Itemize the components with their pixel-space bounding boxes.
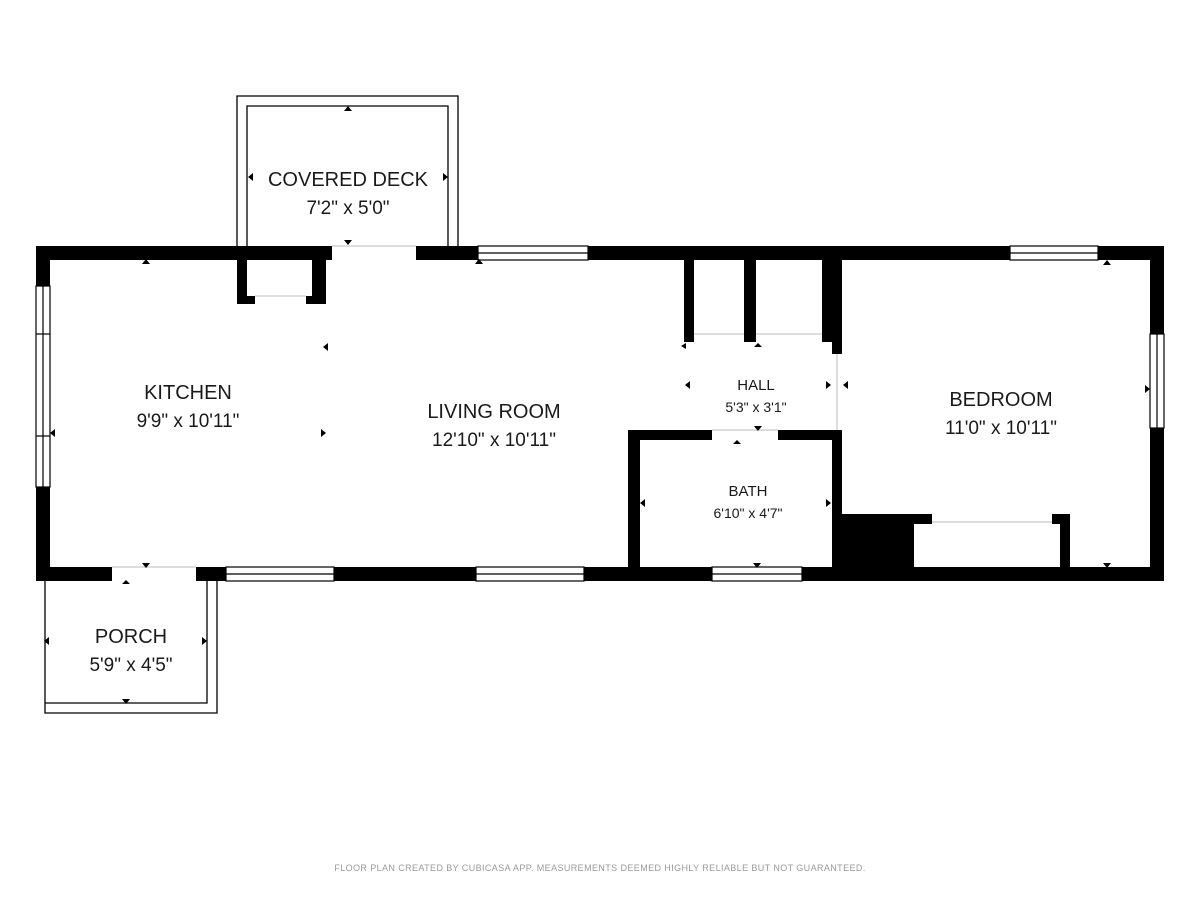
exterior-walls: [36, 246, 1164, 581]
interior-walls: [237, 258, 1070, 570]
porch-name: PORCH: [95, 626, 167, 648]
hall-name: HALL: [737, 377, 775, 394]
dimension-markers: [44, 106, 1150, 704]
bath-name: BATH: [729, 483, 768, 500]
bath-dims: 6'10" x 4'7": [714, 505, 783, 521]
disclaimer-footer: FLOOR PLAN CREATED BY CUBICASA APP. MEAS…: [334, 863, 866, 873]
covered-deck-outline: [236, 95, 459, 246]
living-room-name: LIVING ROOM: [427, 401, 560, 423]
porch-dims: 5'9" x 4'5": [89, 655, 172, 676]
living-room-dims: 12'10" x 10'11": [432, 430, 556, 451]
bedroom-name: BEDROOM: [949, 389, 1052, 411]
kitchen-dims: 9'9" x 10'11": [137, 411, 240, 432]
covered-deck-name: COVERED DECK: [268, 169, 429, 191]
windows: [35, 245, 1165, 582]
bedroom-dims: 11'0" x 10'11": [945, 418, 1057, 439]
door-openings: [112, 245, 1052, 568]
kitchen-name: KITCHEN: [144, 382, 232, 404]
hall-dims: 5'3" x 3'1": [725, 399, 786, 415]
porch-outline: [44, 580, 218, 714]
covered-deck-dims: 7'2" x 5'0": [306, 198, 389, 219]
